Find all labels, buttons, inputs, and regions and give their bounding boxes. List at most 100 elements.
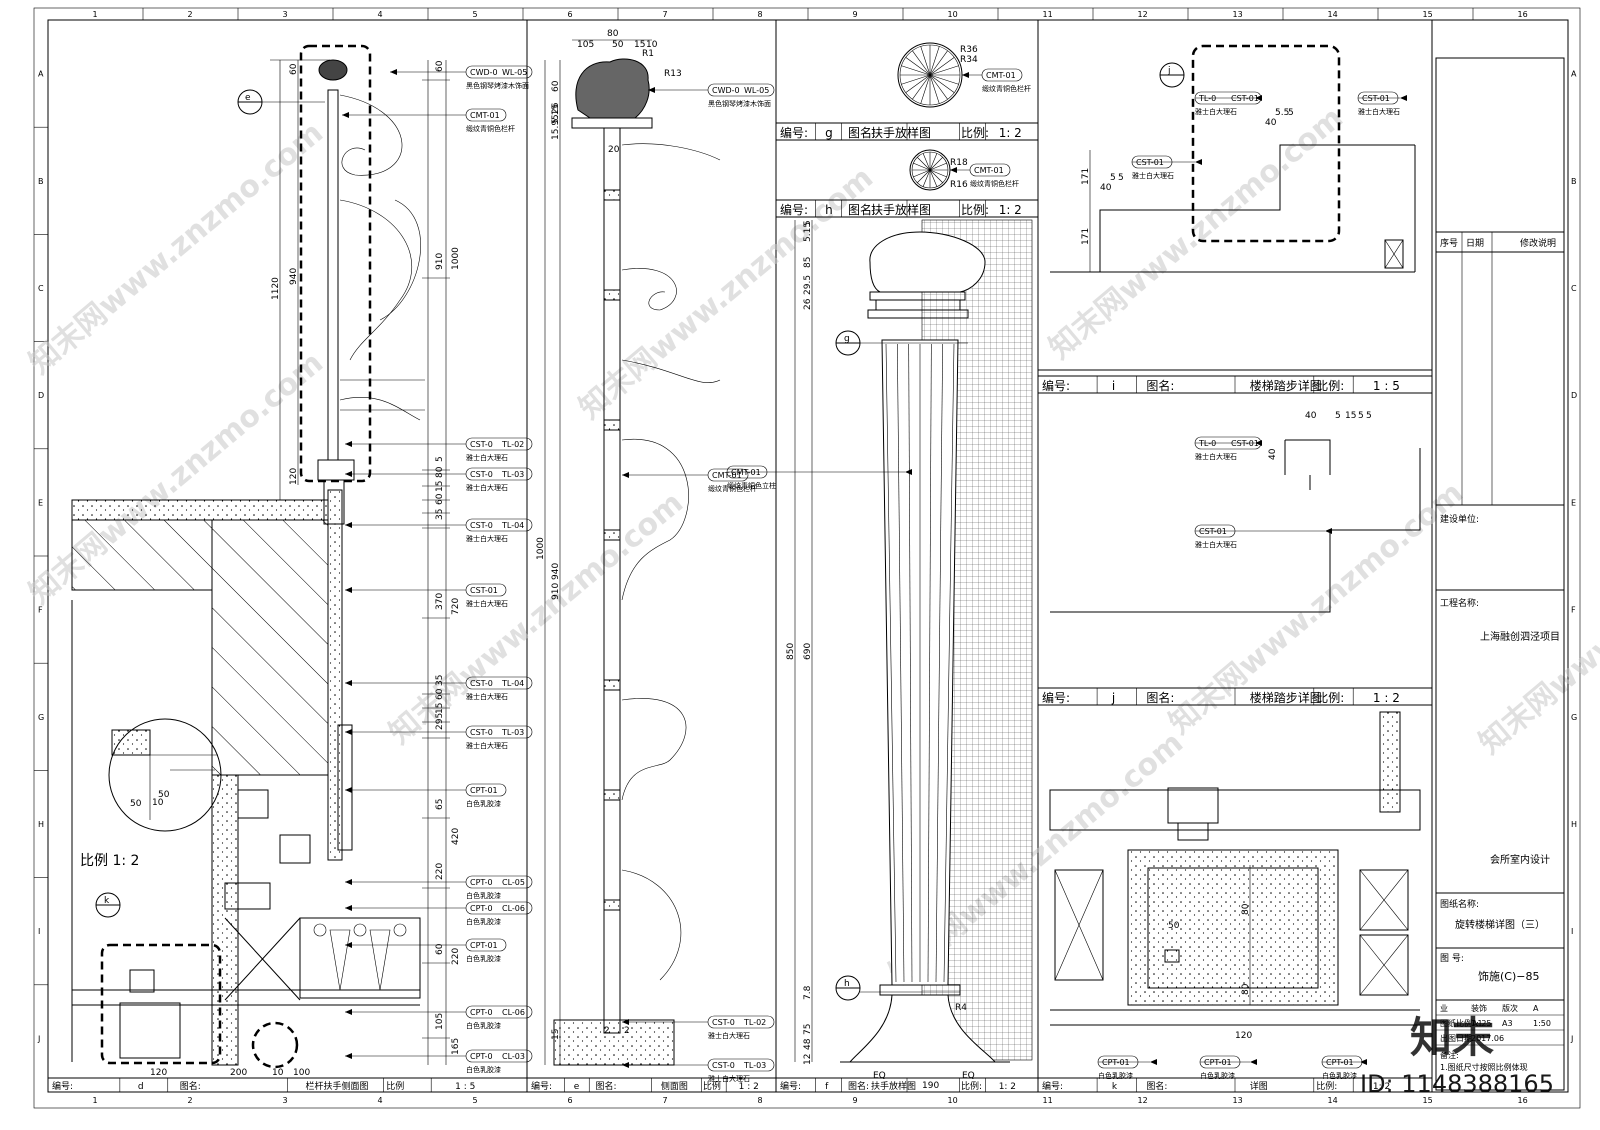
dim-e-5: 1000 — [536, 537, 546, 560]
svg-text:CST-01: CST-01 — [1231, 94, 1259, 103]
svg-text:40: 40 — [1100, 183, 1112, 193]
callout-k: k — [95, 892, 121, 918]
svg-text:雅士白大理石: 雅士白大理石 — [708, 1031, 750, 1040]
svg-text:5: 5 — [1358, 411, 1364, 421]
svg-text:105: 105 — [577, 40, 594, 50]
grid-col-7: 7 — [663, 10, 668, 19]
notes-label: 备注: — [1440, 1050, 1459, 1060]
grid-col-12: 12 — [1138, 10, 1148, 19]
svg-text:g: g — [844, 334, 850, 344]
title-name-k: 详图 — [1250, 1080, 1268, 1092]
number-label: 图 号: — [1440, 953, 1464, 964]
title-label-d: 编号: — [52, 1080, 73, 1092]
handrail-cap — [575, 58, 650, 119]
stamp-r1-c2: A3 — [1502, 1019, 1513, 1028]
svg-text:知末网www.znzmo.com: 知末网www.znzmo.com — [23, 115, 330, 381]
svg-text:2: 2 — [604, 1026, 610, 1036]
title-namelabel-h: 图名: — [848, 202, 876, 217]
design-desc: 会所室内设计 — [1490, 853, 1550, 866]
grid-col-bottom-7: 7 — [663, 1096, 668, 1105]
callout-e: e — [237, 89, 325, 115]
svg-text:60: 60 — [289, 63, 299, 75]
title-name-e: 侧面图 — [661, 1080, 688, 1092]
grid-col-5: 5 — [473, 10, 478, 19]
grid-row-right-J: J — [1570, 1034, 1573, 1043]
grid-col-14: 14 — [1328, 10, 1338, 19]
title-block: 序号 日期 修改说明 建设单位: 工程名称: 上海融创泗泾项目 会所室内设计 图… — [1435, 57, 1565, 1091]
callout-j: j — [1159, 62, 1185, 88]
svg-text:15: 15 — [634, 40, 645, 50]
svg-text:CWD-0: CWD-0 — [470, 68, 498, 77]
drawing-number: 饰施(C)−85 — [1478, 969, 1539, 983]
svg-text:CST-01: CST-01 — [1199, 527, 1227, 536]
notes-line-1: 1.图纸尺寸按照比例体现 — [1440, 1062, 1528, 1072]
detail-j-boundary — [1191, 44, 1341, 243]
svg-text:TL-02: TL-02 — [501, 440, 524, 449]
grid-col-11: 11 — [1043, 10, 1053, 19]
title-namelabel-f: 图名: — [848, 1080, 869, 1092]
svg-text:10: 10 — [646, 40, 658, 50]
title-scalelabel-j: 比例: — [1316, 691, 1344, 705]
stamp-r0-c1: 装饰 — [1471, 1003, 1487, 1013]
dim-right-a-9: 60 — [435, 688, 445, 700]
svg-text:CPT-0: CPT-0 — [470, 1008, 493, 1017]
svg-text:白色乳胶漆: 白色乳胶漆 — [466, 917, 501, 926]
svg-text:R16: R16 — [950, 180, 968, 190]
svg-text:120: 120 — [1235, 1031, 1252, 1041]
svg-text:CPT-01: CPT-01 — [470, 786, 498, 795]
magnify-detail — [108, 718, 222, 832]
grid-col-8: 8 — [758, 10, 763, 19]
svg-text:CPT-01: CPT-01 — [1326, 1058, 1354, 1067]
svg-text:CPT-01: CPT-01 — [470, 941, 498, 950]
title-id-d: d — [138, 1082, 144, 1092]
detail-scale-label: 比例 1: 2 — [80, 853, 139, 869]
dim-right-a-7: 370 — [435, 593, 445, 610]
grid-col-bottom-8: 8 — [758, 1096, 763, 1105]
title-namelabel-j: 图名: — [1146, 690, 1174, 705]
svg-text:940: 940 — [289, 268, 299, 285]
title-scalelabel-g: 比例: — [961, 126, 989, 140]
svg-text:CPT-0: CPT-0 — [470, 904, 493, 913]
dim-detail-c: 10 — [152, 798, 164, 808]
panel-k-detail: 80 50 80 120 CPT-01白色乳胶漆CPT-01白色乳胶漆CPT-0… — [1049, 711, 1421, 1080]
svg-text:白色乳胶漆: 白色乳胶漆 — [466, 1021, 501, 1030]
grid-col-16: 16 — [1518, 10, 1528, 19]
detail-e-boundary — [299, 44, 372, 483]
svg-text:雅士白大理石: 雅士白大理石 — [466, 599, 508, 608]
svg-text:CMT-01: CMT-01 — [712, 471, 742, 480]
grid-row-H: H — [38, 820, 44, 829]
grid-col-bottom-13: 13 — [1233, 1096, 1243, 1105]
title-name-g: 扶手放样图 — [871, 125, 931, 140]
svg-text:R34: R34 — [960, 55, 978, 65]
svg-text:20: 20 — [608, 145, 620, 155]
svg-text:h: h — [844, 979, 850, 989]
handrail-profile — [318, 59, 348, 81]
svg-text:白色乳胶漆: 白色乳胶漆 — [466, 1065, 501, 1074]
title-id-h: h — [825, 203, 833, 217]
grid-col-bottom-2: 2 — [188, 1096, 193, 1105]
grid-row-C: C — [38, 284, 44, 293]
title-label-i: 编号: — [1042, 378, 1070, 393]
svg-text:CPT-0: CPT-0 — [470, 878, 493, 887]
grid-column-labels: 1122334455667788991010111112121313141415… — [93, 8, 1528, 1105]
title-name-d: 栏杆扶手侧面图 — [305, 1080, 368, 1092]
dim-e-6: 910 — [551, 583, 561, 600]
inner-border — [33, 7, 1581, 1109]
dim-e-4: 940 — [551, 563, 561, 580]
